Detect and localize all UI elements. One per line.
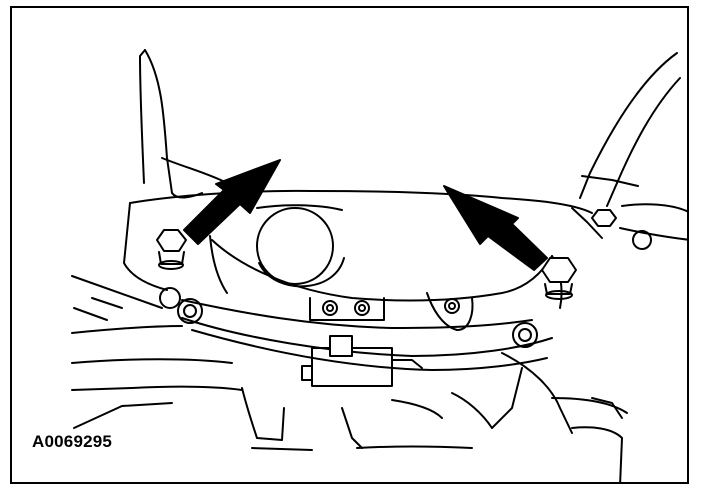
right-bolt-arrow [443,185,548,271]
transmission-housing [123,189,593,371]
housing-fasteners [159,287,538,348]
right-support-bracket [571,52,687,250]
lower-linkage [71,275,628,482]
electrical-connector [301,335,423,387]
left-bolt-arrow [183,159,281,245]
figure-id-label: A0069295 [32,432,113,451]
illustration-frame: A0069295 [10,6,689,484]
left-support-bracket [139,49,228,199]
callout-arrows [183,159,548,271]
right-mounting-bolt [541,209,617,300]
housing-cap [256,204,345,288]
transmission-mount-line-drawing [71,49,687,482]
left-mounting-bolt [156,229,187,270]
